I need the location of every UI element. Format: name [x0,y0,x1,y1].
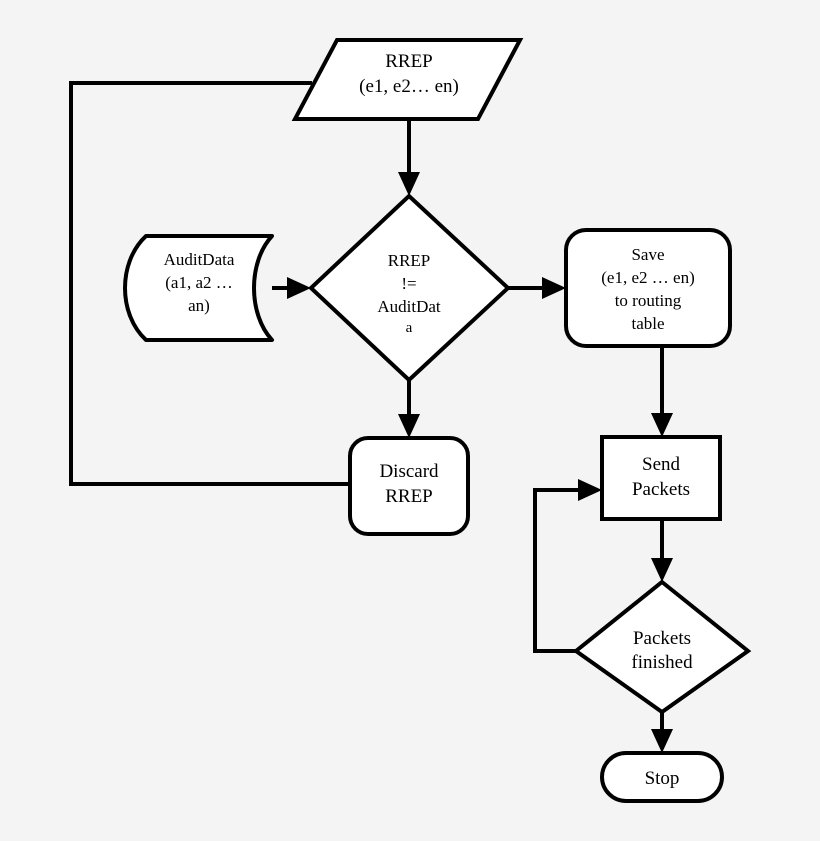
node-send-packets-line-0: Send [642,454,681,475]
node-decision-compare-line-0: RREP [388,251,431,270]
node-discard-rrep-line-0: Discard [379,461,439,482]
node-save-routing-line-0: Save [631,245,664,264]
connector-packetsfinished-to-stop [651,712,673,753]
node-decision-compare-line-2: AuditDat [377,297,441,316]
arrow-head-icon [398,172,420,196]
connector-rrep-to-decision [398,119,420,196]
arrow-head-icon [651,413,673,437]
arrow-head-icon [651,558,673,582]
node-decision-compare-line-3: a [406,320,413,336]
node-stop-terminator-label: Stop [645,768,680,789]
node-stop-terminator[interactable]: Stop [600,751,724,803]
arrow-head-icon [398,414,420,438]
node-audit-data-line-0: AuditData [164,250,235,269]
node-audit-data-line-2: an) [188,296,210,315]
node-decision-packets-finished-line-1: finished [631,652,693,673]
node-save-routing-line-1: (e1, e2 … en) [601,268,694,287]
connector-layer [69,81,673,753]
connector-save-to-send [651,346,673,437]
node-audit-data[interactable]: AuditData (a1, a2 … an) [123,234,274,342]
node-discard-rrep[interactable]: Discard RREP [348,436,470,536]
node-rrep-input-line-0: RREP [385,51,433,72]
node-audit-data-line-1: (a1, a2 … [165,273,233,292]
connector-decision-to-discard [398,380,420,438]
node-decision-packets-finished[interactable]: Packets finished [572,579,752,715]
node-rrep-input-line-1: (e1, e2… en) [359,76,459,97]
arrow-head-icon [287,277,311,299]
node-decision-packets-finished-line-0: Packets [633,628,691,649]
node-save-routing-line-2: to routing [615,291,682,310]
connector-discard-to-rrep-loop [69,81,350,486]
node-discard-rrep-line-1: RREP [385,486,433,507]
arrow-head-icon [651,729,673,753]
connector-auditdata-to-decision [272,277,311,299]
node-rrep-input[interactable]: RREP (e1, e2… en) [291,38,524,121]
node-save-routing[interactable]: Save (e1, e2 … en) to routing table [564,228,732,348]
connector-packetsfinished-loop-to-send [533,479,602,653]
arrow-head-icon [578,479,602,501]
node-send-packets[interactable]: Send Packets [600,435,722,521]
node-save-routing-line-3: table [631,314,664,333]
connector-decision-to-save [508,277,566,299]
node-decision-compare-line-1: != [401,274,416,293]
node-send-packets-line-1: Packets [632,479,690,500]
node-decision-compare[interactable]: RREP != AuditDat a [308,193,511,383]
connector-send-to-packetsfinished [651,519,673,582]
arrow-head-icon [542,277,566,299]
